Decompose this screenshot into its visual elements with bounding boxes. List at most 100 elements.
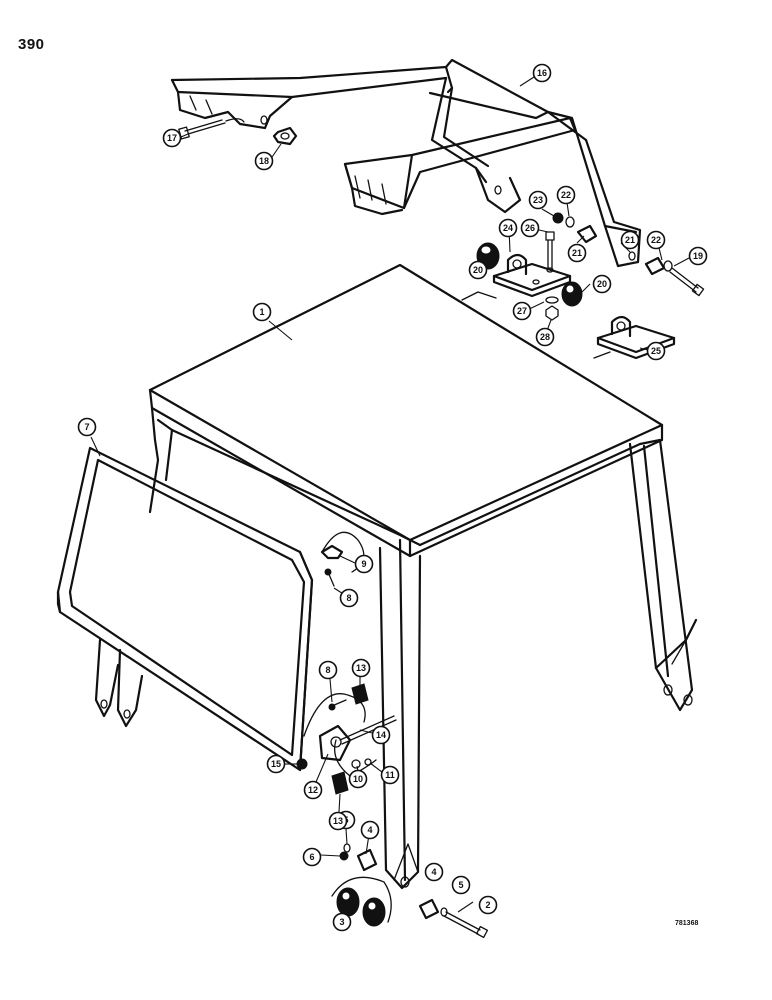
mount-block-24 xyxy=(492,253,572,298)
svg-text:22: 22 xyxy=(651,235,661,245)
callout-8-lower: 8 xyxy=(318,660,338,680)
callout-3: 3 xyxy=(332,912,352,932)
callout-13-upper: 13 xyxy=(351,658,371,678)
nut-6 xyxy=(339,851,349,861)
canopy-post-front-left xyxy=(148,406,174,514)
drawing-code: 781368 xyxy=(675,920,699,927)
callout-16: 16 xyxy=(532,63,552,83)
callout-10: 10 xyxy=(348,769,368,789)
isolator-20-right xyxy=(561,281,583,307)
clip-9 xyxy=(320,544,344,560)
canopy-post-front-right xyxy=(378,538,422,890)
front-screen xyxy=(56,446,314,772)
callout-1: 1 xyxy=(252,302,272,322)
spacer-4-left xyxy=(356,848,378,872)
callout-20-right: 20 xyxy=(592,274,612,294)
isolator-3-left xyxy=(336,887,360,917)
svg-text:16: 16 xyxy=(537,68,547,78)
svg-text:12: 12 xyxy=(308,785,318,795)
isolator-3-right xyxy=(362,897,386,927)
svg-text:3: 3 xyxy=(339,917,344,927)
svg-text:21: 21 xyxy=(625,235,635,245)
upper-frame xyxy=(170,58,642,268)
svg-text:9: 9 xyxy=(361,559,366,569)
spacer-4-right xyxy=(418,898,440,920)
nut-18 xyxy=(272,126,298,146)
nut-28 xyxy=(545,305,559,321)
callout-6: 6 xyxy=(302,847,322,867)
svg-text:27: 27 xyxy=(517,306,527,316)
svg-text:21: 21 xyxy=(572,248,582,258)
callout-24: 24 xyxy=(498,218,518,238)
page-number: 390 xyxy=(18,36,45,53)
callout-2: 2 xyxy=(478,895,498,915)
nut-23 xyxy=(552,212,564,224)
bumper-13-lower xyxy=(331,771,349,795)
svg-text:5: 5 xyxy=(458,880,463,890)
callout-4-right: 4 xyxy=(424,862,444,882)
svg-text:8: 8 xyxy=(346,593,351,603)
svg-text:18: 18 xyxy=(259,156,269,166)
callout-17: 17 xyxy=(162,128,182,148)
callout-7: 7 xyxy=(77,417,97,437)
svg-text:26: 26 xyxy=(525,223,535,233)
svg-text:6: 6 xyxy=(309,852,314,862)
callout-4-left: 4 xyxy=(360,820,380,840)
washer-11 xyxy=(364,758,372,766)
svg-text:13: 13 xyxy=(333,816,343,826)
svg-text:11: 11 xyxy=(385,770,395,780)
mount-block-25 xyxy=(596,315,676,360)
callout-21-lower: 21 xyxy=(620,230,640,250)
callout-11: 11 xyxy=(380,765,400,785)
callout-18: 18 xyxy=(254,151,274,171)
svg-text:8: 8 xyxy=(325,665,330,675)
svg-text:25: 25 xyxy=(651,346,661,356)
washer-10 xyxy=(351,759,361,769)
canopy-post-rear-right xyxy=(628,438,698,712)
callout-23: 23 xyxy=(528,190,548,210)
svg-text:19: 19 xyxy=(693,251,703,261)
callout-8-upper: 8 xyxy=(339,588,359,608)
bolt-17 xyxy=(178,118,245,140)
svg-text:24: 24 xyxy=(503,223,513,233)
washer-5-left xyxy=(343,843,351,853)
callout-20-left: 20 xyxy=(468,260,488,280)
bolt-2 xyxy=(443,911,489,939)
spacer-21-upper xyxy=(576,224,598,244)
callout-27: 27 xyxy=(512,301,532,321)
callout-25: 25 xyxy=(646,341,666,361)
callout-14: 14 xyxy=(371,725,391,745)
svg-text:1: 1 xyxy=(259,307,264,317)
spacer-21-lower xyxy=(644,256,666,276)
washer-22-upper xyxy=(565,216,575,228)
washer-27 xyxy=(545,296,559,304)
svg-text:28: 28 xyxy=(540,332,550,342)
svg-text:22: 22 xyxy=(561,190,571,200)
svg-text:14: 14 xyxy=(376,730,386,740)
nut-15 xyxy=(296,758,308,770)
canopy-roof xyxy=(148,263,664,558)
svg-text:13: 13 xyxy=(356,663,366,673)
isolator-3-arc xyxy=(331,876,392,923)
svg-text:4: 4 xyxy=(431,867,436,877)
callout-28: 28 xyxy=(535,327,555,347)
callout-13-lower: 13 xyxy=(328,811,348,831)
callout-21-upper: 21 xyxy=(567,243,587,263)
hinge-plate-12 xyxy=(318,724,352,762)
svg-text:4: 4 xyxy=(367,825,372,835)
svg-text:20: 20 xyxy=(597,279,607,289)
pin-8-lower xyxy=(303,693,366,737)
washer-22-lower xyxy=(663,260,673,272)
callout-22-upper: 22 xyxy=(556,185,576,205)
bolt-26 xyxy=(545,231,555,269)
callout-26: 26 xyxy=(520,218,540,238)
svg-text:10: 10 xyxy=(353,774,363,784)
callout-9: 9 xyxy=(354,554,374,574)
callout-12: 12 xyxy=(303,780,323,800)
callout-5-right: 5 xyxy=(451,875,471,895)
svg-text:23: 23 xyxy=(533,195,543,205)
bolt-19 xyxy=(669,267,705,297)
svg-text:17: 17 xyxy=(167,133,177,143)
